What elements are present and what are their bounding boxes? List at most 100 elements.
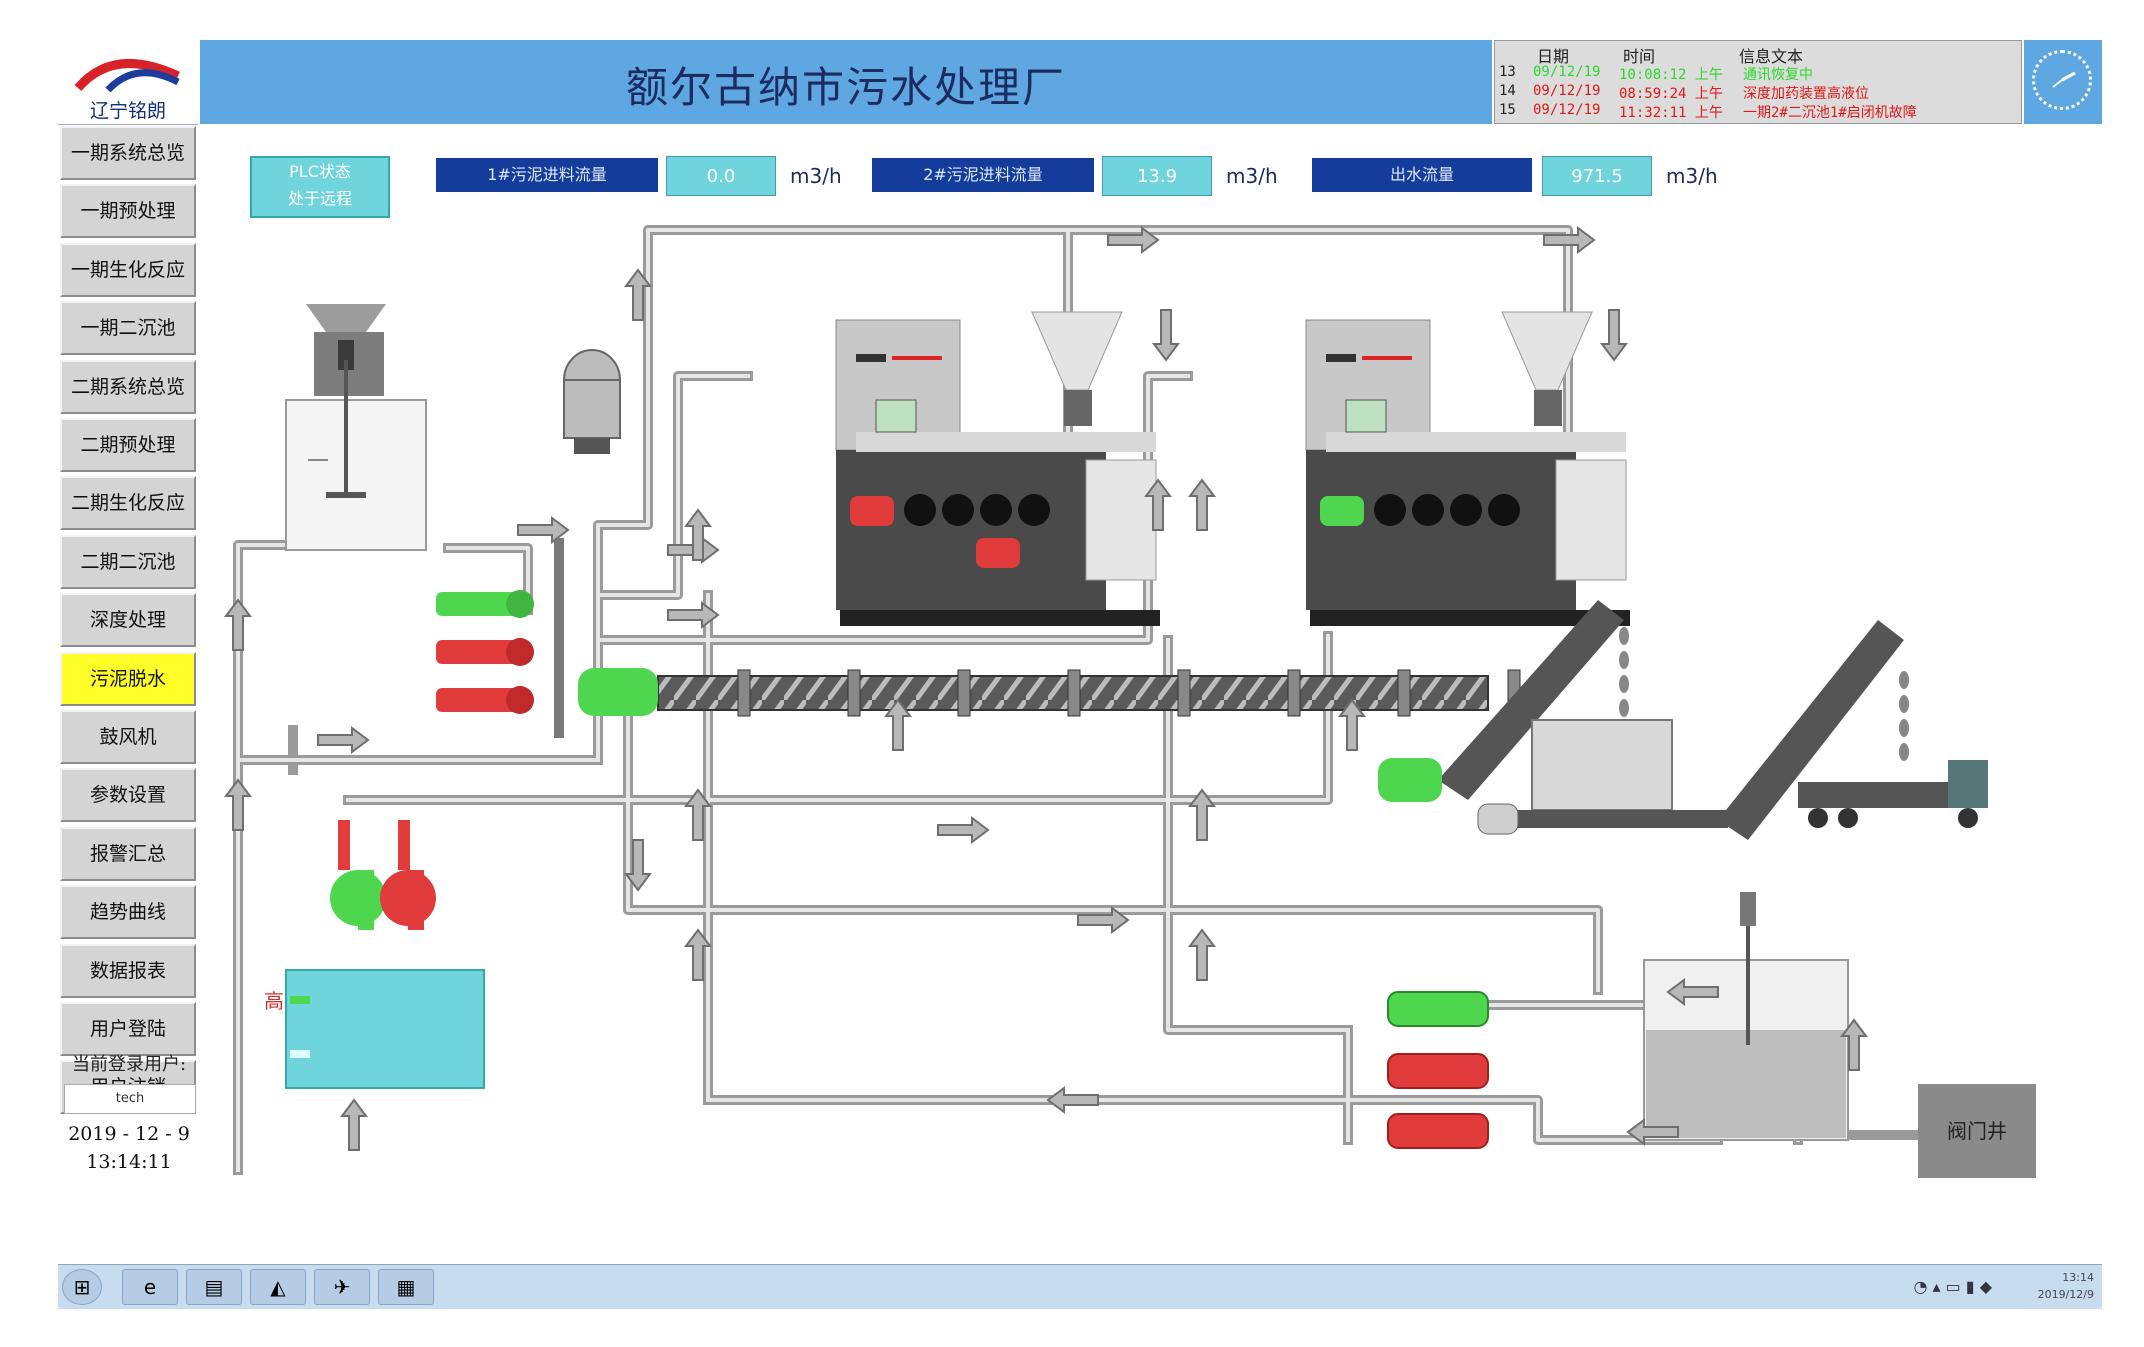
sidebar-item-0[interactable]: 一期系统总览 <box>60 126 196 180</box>
sludge-pump-1-running[interactable] <box>1387 991 1489 1027</box>
dewatering-machine-2[interactable] <box>1305 311 1630 626</box>
sludge-hopper <box>1477 719 1728 835</box>
system-tray-icons[interactable]: ◔ ▴ ▭ ▮ ◆ <box>1913 1277 1992 1296</box>
sidebar-item-3[interactable]: 一期二沉池 <box>60 301 196 356</box>
current-user-label: 当前登录用户: <box>71 1054 187 1075</box>
flow-arrow-r <box>517 516 570 544</box>
manifold-riser <box>554 538 564 738</box>
alarm-message: 一期2#二沉池1#启闭机故障 <box>1743 105 1917 121</box>
app-icon-3[interactable]: ▦ <box>378 1269 434 1305</box>
plc-status-line2: 处于远程 <box>287 189 352 208</box>
dosing-pump-green-running[interactable] <box>330 820 386 930</box>
sidebar-item-5[interactable]: 二期预处理 <box>60 418 196 472</box>
dosing-pump-red-stopped[interactable] <box>380 820 436 930</box>
sidebar-item-12[interactable]: 报警汇总 <box>60 826 196 881</box>
valve-well[interactable]: 阀门井 <box>1918 1084 2036 1178</box>
sludge-pump-3-stopped[interactable] <box>1387 1113 1489 1149</box>
alarm-time: 08:59:24 上午 <box>1619 86 1723 102</box>
logo-swoosh-icon <box>74 59 180 92</box>
flow-arrow-u <box>1840 1018 1868 1071</box>
app-icon-2[interactable]: ✈ <box>314 1269 370 1305</box>
browser-icon[interactable]: e <box>122 1269 178 1305</box>
flow-arrow-u <box>224 778 252 831</box>
sludge-storage-tank <box>1643 892 1849 1141</box>
alarm-col-time: 时间 <box>1623 47 1656 66</box>
alarm-index: 15 <box>1499 102 1516 118</box>
sidebar-item-1[interactable]: 一期预处理 <box>60 184 196 239</box>
inclined-conveyor-2 <box>1718 620 1904 840</box>
sidebar-item-10[interactable]: 鼓风机 <box>60 710 196 764</box>
flow-arrow-l <box>1666 978 1719 1006</box>
flow-arrow-r <box>1107 226 1160 254</box>
flow-arrow-u <box>1144 478 1172 531</box>
sidebar-item-9[interactable]: 污泥脱水 <box>60 651 196 706</box>
outflow-label: 出水流量 <box>1312 158 1532 192</box>
sidebar-item-13[interactable]: 趋势曲线 <box>60 885 196 940</box>
flow-arrow-u <box>1188 788 1216 841</box>
polymer-prep-tank <box>285 304 427 551</box>
start-button[interactable]: ⊞ <box>62 1269 102 1305</box>
flow-arrow-r <box>667 601 720 629</box>
flow1-value: 0.0 <box>666 156 776 196</box>
flow-arrow-d <box>624 839 652 892</box>
sidebar-date: 2019 - 12 - 9 <box>68 1123 190 1145</box>
flow-arrow-u <box>1188 478 1216 531</box>
logo-name: 辽宁铭朗 <box>89 100 166 122</box>
flow-arrow-u <box>340 1098 368 1151</box>
page-title: 额尔古纳市污水处理厂 <box>625 63 1066 112</box>
flow-arrow-r <box>1077 906 1130 934</box>
sidebar-item-14[interactable]: 数据报表 <box>60 943 196 998</box>
alarm-panel[interactable]: 日期 时间 信息文本 13 09/12/19 10:08:12 上午 通讯恢复中… <box>1494 40 2022 124</box>
tray-time: 13:14 <box>2062 1271 2094 1284</box>
flow-arrow-u <box>624 268 652 321</box>
air-vessel <box>563 349 621 454</box>
valve-well-label: 阀门井 <box>1947 1119 2007 1143</box>
alarm-col-date: 日期 <box>1537 47 1570 66</box>
flow-arrow-u <box>684 928 712 981</box>
process-diagram: 高 阀门井 <box>224 225 2036 1178</box>
pipe-mid-loop <box>623 695 1603 995</box>
alarm-date: 09/12/19 <box>1533 83 1601 99</box>
polymer-storage-tank: 高 <box>264 969 485 1089</box>
feed-pump-2-stopped[interactable] <box>436 638 534 666</box>
folder-icon[interactable]: ▤ <box>186 1269 242 1305</box>
scada-window: 辽宁铭朗 额尔古纳市污水处理厂 日期 时间 信息文本 13 09/12/19 1… <box>58 40 2102 1304</box>
inclined-motor-running[interactable] <box>1378 758 1442 802</box>
plc-status-line1: PLC状态 <box>289 162 351 181</box>
tray-date: 2019/12/9 <box>2037 1288 2094 1301</box>
sidebar-item-7[interactable]: 二期二沉池 <box>60 534 196 589</box>
sidebar-item-4[interactable]: 二期系统总览 <box>60 359 196 414</box>
feed-pump-1-running[interactable] <box>436 590 534 618</box>
alarm-row[interactable]: 14 09/12/19 08:59:24 上午 深度加药装置高液位 <box>1495 82 2023 102</box>
alarm-row[interactable]: 13 09/12/19 10:08:12 上午 通讯恢复中 <box>1495 63 2023 83</box>
outflow-value: 971.5 <box>1542 156 1652 196</box>
outflow-unit: m3/h <box>1666 164 1718 188</box>
flow2-unit: m3/h <box>1226 164 1278 188</box>
app-icon-1[interactable]: ◭ <box>250 1269 306 1305</box>
inclined-conveyor-1 <box>1378 600 1624 802</box>
plc-status-button[interactable]: PLC状态 处于远程 <box>250 156 390 218</box>
sidebar-time: 13:14:11 <box>86 1151 172 1173</box>
sidebar-item-8[interactable]: 深度处理 <box>60 593 196 648</box>
sludge-pump-2-stopped[interactable] <box>1387 1053 1489 1089</box>
sidebar-item-6[interactable]: 二期生化反应池 <box>60 476 196 564</box>
tray-clock[interactable]: 13:14 2019/12/9 <box>2038 1269 2094 1303</box>
sidebar-datetime: 2019 - 12 - 9 13:14:11 <box>58 1120 200 1176</box>
alarm-message: 深度加药装置高液位 <box>1743 86 1869 102</box>
taskbar: ⊞ e ▤ ◭ ✈ ▦ ◔ ▴ ▭ ▮ ◆ 13:14 2019/12/9 <box>58 1264 2102 1309</box>
sidebar-item-11[interactable]: 参数设置 <box>60 768 196 823</box>
alarm-time: 10:08:12 上午 <box>1619 67 1723 83</box>
dewatering-machine-1[interactable] <box>835 311 1160 626</box>
conveyor-motor-running[interactable] <box>578 668 658 716</box>
alarm-message: 通讯恢复中 <box>1743 67 1813 83</box>
sludge-drops <box>1619 627 1909 761</box>
feed-pump-3-stopped[interactable] <box>436 686 534 714</box>
flow-arrow-u <box>1188 928 1216 981</box>
flow-arrow-r <box>937 816 990 844</box>
alarm-time: 11:32:11 上午 <box>1619 105 1723 121</box>
clock-widget <box>2024 40 2102 124</box>
sidebar-item-15[interactable]: 用户登陆 <box>60 1002 196 1056</box>
alarm-row[interactable]: 15 09/12/19 11:32:11 上午 一期2#二沉池1#启闭机故障 <box>1495 101 2023 121</box>
pipe-return-bottom <box>703 1095 1723 1145</box>
title-bar: 额尔古纳市污水处理厂 <box>200 40 1492 124</box>
